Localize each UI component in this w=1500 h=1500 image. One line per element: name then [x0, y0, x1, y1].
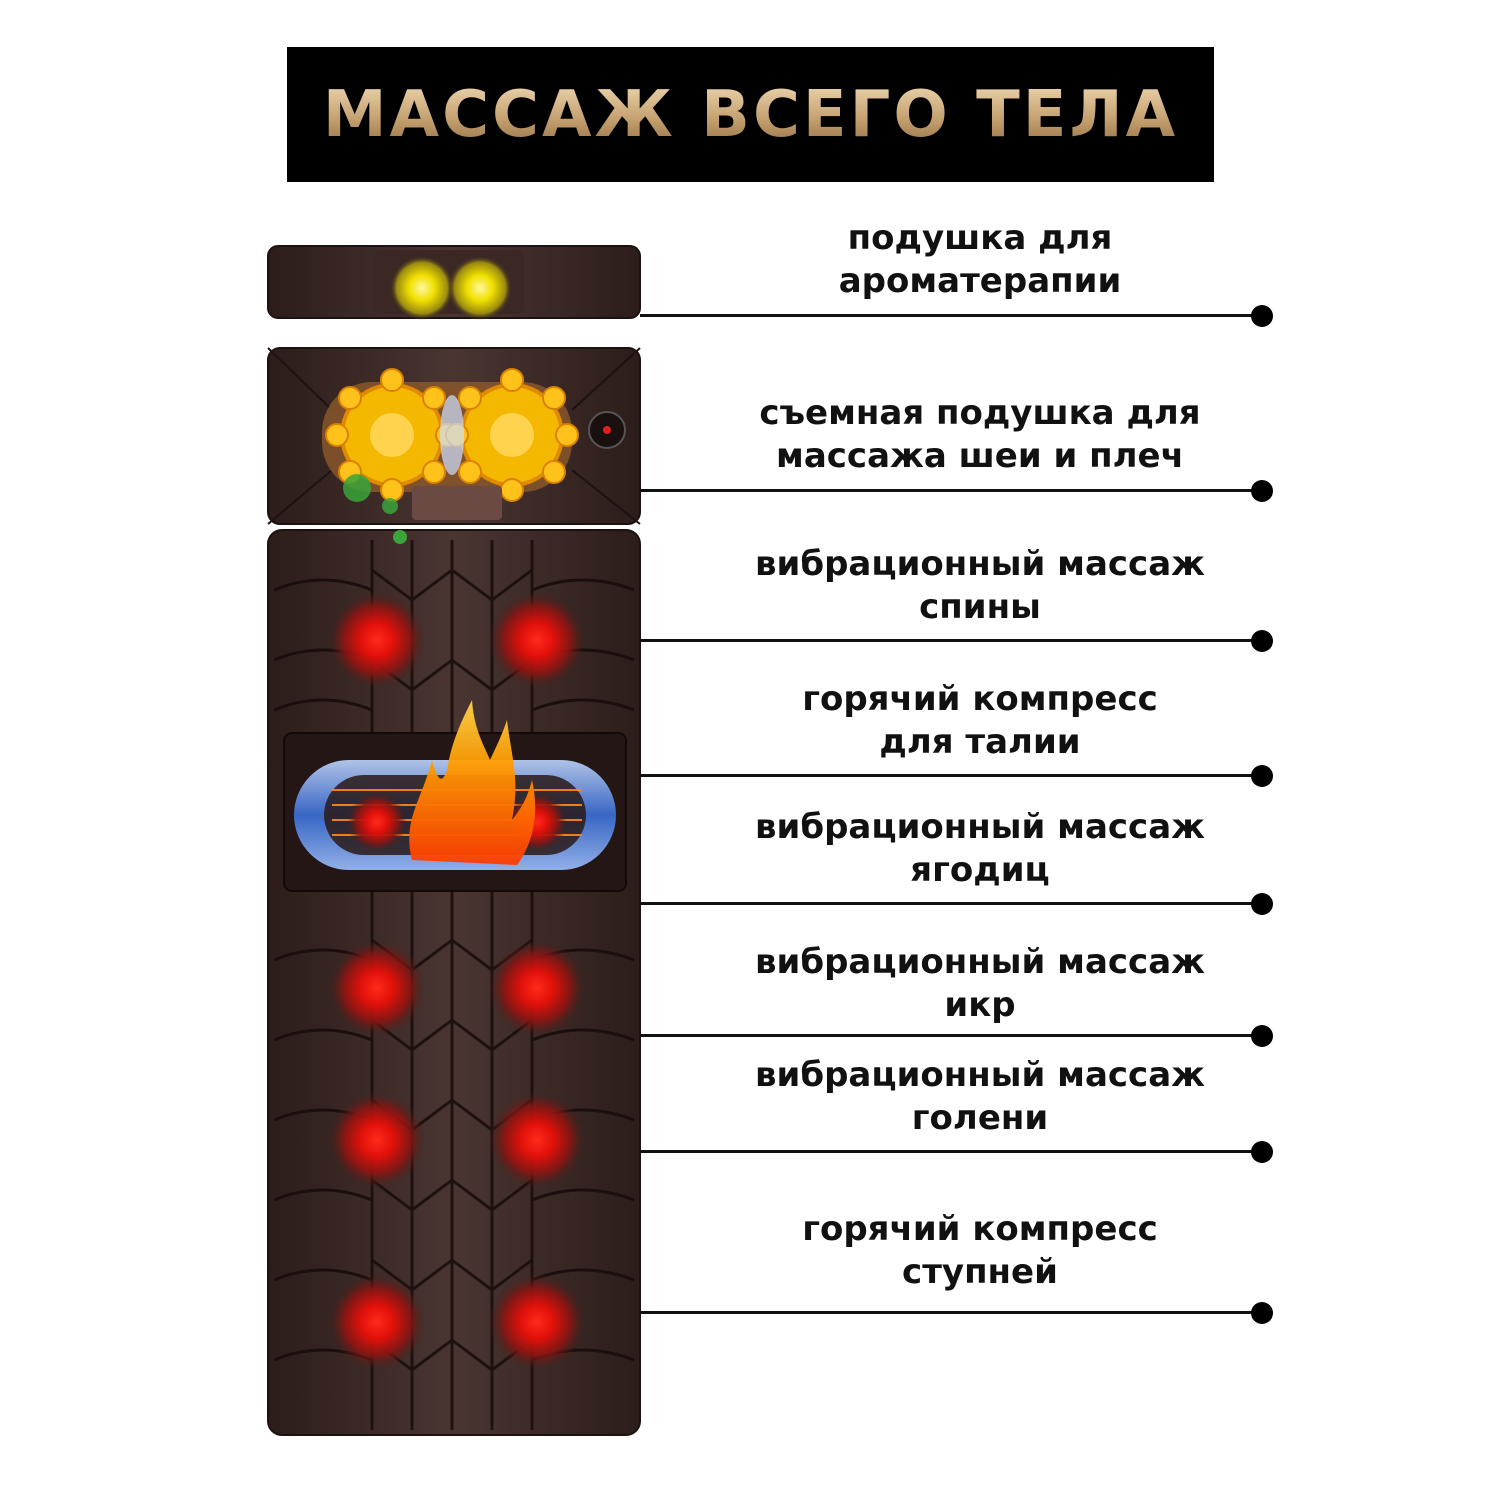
waist-heat-band	[283, 700, 627, 892]
pointer-dot	[1251, 1302, 1273, 1324]
feature-label-feet-heat: горячий компресс ступней	[802, 1209, 1158, 1292]
pointer-dot	[1251, 1025, 1273, 1047]
leader-line	[640, 1311, 1262, 1314]
main-mat	[267, 529, 641, 1436]
page-title: МАССАЖ ВСЕГО ТЕЛА	[322, 77, 1179, 152]
heat-spot-icon	[329, 1274, 425, 1370]
pointer-dot	[1251, 893, 1273, 915]
pointer-dot	[1251, 630, 1273, 652]
title-banner: МАССАЖ ВСЕГО ТЕЛА	[287, 47, 1214, 182]
pointer-dot	[1251, 480, 1273, 502]
heat-spot-icon	[489, 1092, 585, 1188]
heat-spot-icon	[489, 940, 585, 1036]
heat-spot-icon	[489, 592, 585, 688]
leader-line	[640, 314, 1262, 317]
leader-line	[640, 1150, 1262, 1153]
heat-spot-icon	[448, 256, 512, 320]
fire-icon	[409, 700, 536, 865]
feature-label-neck-pillow: съемная подушка для массажа шеи и плеч	[759, 393, 1201, 476]
leader-line	[640, 774, 1262, 777]
leader-line	[640, 639, 1262, 642]
feature-label-aroma-pillow: подушка для ароматерапии	[838, 218, 1122, 301]
pointer-dot	[1251, 305, 1273, 327]
leader-line	[640, 902, 1262, 905]
feature-label-waist-heat: горячий компресс для талии	[802, 679, 1158, 762]
heat-spot-icon	[329, 1092, 425, 1188]
roller-icon	[445, 368, 579, 502]
heat-spot-icon	[489, 1274, 585, 1370]
heat-spot-icon	[329, 940, 425, 1036]
leader-line	[640, 489, 1262, 492]
feature-label-glutes-vibration: вибрационный массаж ягодиц	[755, 807, 1205, 890]
heat-spot-icon	[390, 256, 454, 320]
aroma-pillow	[267, 245, 641, 320]
heat-spot-icon	[329, 592, 425, 688]
pointer-dot	[1251, 1141, 1273, 1163]
feature-label-calf-vibration: вибрационный массаж икр	[755, 942, 1205, 1025]
feature-label-back-vibration: вибрационный массаж спины	[755, 544, 1205, 627]
neck-shoulder-pillow	[267, 347, 641, 525]
feature-label-shin-vibration: вибрационный массаж голени	[755, 1055, 1205, 1138]
leader-line	[640, 1034, 1262, 1037]
massage-mat-illustration	[267, 245, 641, 1436]
pointer-dot	[1251, 765, 1273, 787]
heat-spot-icon	[347, 792, 407, 852]
